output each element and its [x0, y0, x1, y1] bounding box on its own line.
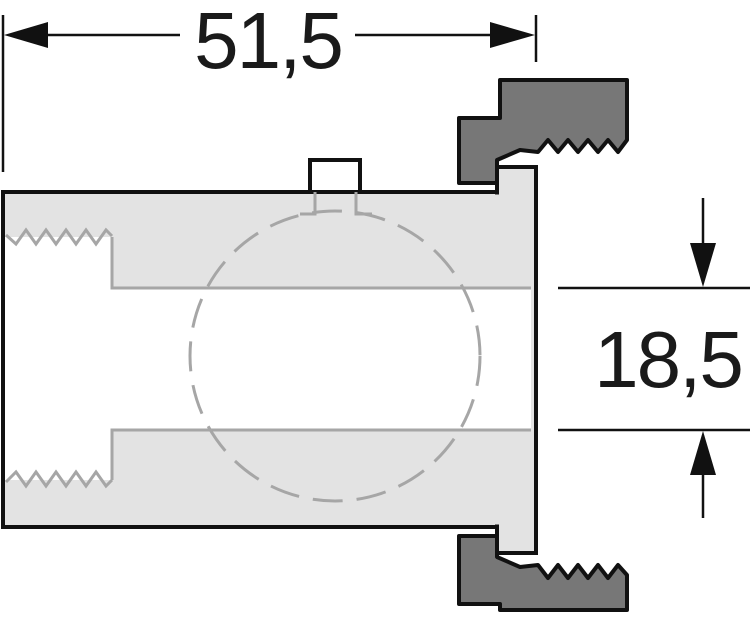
arrowhead-left	[4, 22, 48, 48]
hidden-cross-bore	[188, 192, 482, 503]
arrowhead-down	[690, 243, 716, 287]
nut-section-top	[457, 78, 629, 185]
key-hidden-left	[300, 192, 317, 216]
overall-length-label: 51,5	[194, 0, 342, 85]
bore-outline	[110, 237, 531, 480]
nut-section-bottom	[457, 534, 629, 612]
nut-top-profile	[457, 78, 629, 185]
bore-diameter-label: 18,5	[594, 315, 742, 404]
bore-cavity	[5, 237, 531, 480]
top-key	[308, 158, 362, 194]
arrowhead-right	[490, 22, 535, 48]
internal-thread-bottom	[4, 469, 114, 489]
key-hidden-right	[354, 192, 372, 216]
arrowhead-up	[690, 431, 716, 475]
bore	[4, 227, 531, 489]
nut-bottom-profile	[457, 534, 629, 612]
internal-thread-top	[4, 227, 114, 247]
hidden-circle	[188, 209, 482, 503]
dimension-overall-length: 51,5	[1, 0, 538, 172]
dimension-bore-diameter: 18,5	[558, 198, 750, 518]
